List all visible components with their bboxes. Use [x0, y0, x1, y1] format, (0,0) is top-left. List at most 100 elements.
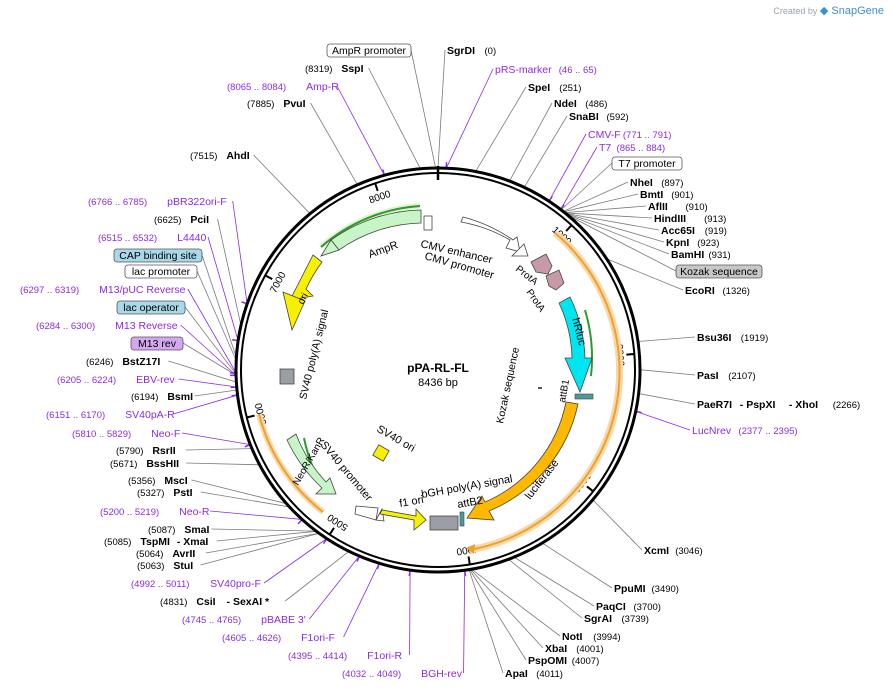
attb2-feature	[459, 511, 465, 527]
site-f1ori-f: (4605 .. 4626)F1ori-F	[222, 632, 335, 644]
leader-pbr322	[232, 200, 248, 304]
f1-ori-feature	[379, 507, 427, 531]
kozak-feature	[538, 387, 542, 389]
site-t7: T7(865 .. 884)	[599, 142, 665, 154]
prota-feature-2	[545, 269, 565, 291]
box-label-cap-site: CAP binding site	[119, 250, 197, 262]
leader-xcmi	[592, 499, 643, 551]
pos-avrii: (5064)	[136, 549, 163, 560]
pos-noti: (3994)	[593, 632, 620, 643]
name-t7: T7	[599, 142, 611, 154]
name-amp-r: Amp-R	[306, 81, 339, 93]
pos-ppumi: (3490)	[652, 584, 679, 595]
ampr-orf-arc	[320, 205, 421, 248]
hrluc-feature	[558, 296, 593, 394]
leader-csii	[285, 550, 350, 602]
pos-sspi: (8319)	[305, 64, 332, 75]
site-rsrii: (5790)RsrII	[116, 445, 176, 457]
site-bstz17i: (6246)BstZ17I	[86, 356, 160, 368]
site-m13rev: M13 rev	[130, 336, 184, 351]
pos-psti: (5327)	[137, 488, 164, 499]
name-aflii: AflII	[648, 201, 668, 213]
leader-t7	[560, 146, 598, 210]
range-l4440: (6515 .. 6532)	[98, 233, 157, 244]
box-label-ampr-promoter: AmpR promoter	[332, 45, 407, 57]
plasmid-name: pPA-RL-FL	[407, 361, 469, 375]
name-ppumi: PpuMI	[614, 583, 646, 595]
leader-rsrii	[185, 448, 252, 451]
pos-pasi: (2107)	[728, 371, 755, 382]
site-msci: (5356)MscI	[128, 475, 188, 487]
name-pbabe: pBABE 3'	[261, 614, 306, 626]
box-label-m13rev: M13 rev	[138, 338, 177, 350]
range-f1ori-r: (4395 .. 4414)	[288, 651, 347, 662]
ori-feature	[289, 254, 323, 301]
leader-ahdi	[253, 154, 311, 214]
name-noti: NotI	[562, 631, 582, 643]
name-lucnrev: LucNrev	[692, 425, 732, 437]
site-lac-operator: lac operator	[116, 300, 186, 315]
leader-smai	[211, 528, 317, 532]
site-sv40pa-r: (6151 .. 6170) SV40pA-R	[46, 409, 175, 421]
name-xbai: XbaI	[545, 643, 567, 655]
pos-bsshii: (5671)	[110, 459, 137, 470]
site-pbr322: (6766 .. 6785)pBR322ori-F	[88, 196, 227, 208]
leader-tspmi	[216, 530, 317, 542]
leader-ecori	[606, 258, 684, 291]
name-stui: StuI	[173, 560, 193, 572]
leader-bmti	[563, 193, 639, 213]
site-l4440: (6515 .. 6532) L4440	[98, 232, 207, 244]
orf-arc	[468, 232, 621, 551]
leader-pspomi	[469, 569, 527, 661]
name-paqci: PaqCI	[596, 601, 626, 613]
cmv-enhancer-feature	[460, 216, 521, 253]
site-bgh-rev: (4032 .. 4049)BGH-rev	[342, 668, 463, 680]
tick-label-5000: 5000	[325, 511, 350, 533]
site-m13-puc: (6297 .. 6319)M13/pUC Reverse	[20, 284, 186, 296]
name-msci: MscI	[164, 475, 187, 487]
name-bsshii: BssHII	[146, 458, 179, 470]
box-lac-operator	[116, 300, 186, 315]
site-paer7i: PaeR7I- PspXI- XhoI(2266)	[697, 399, 860, 411]
pos-acc65i: (919)	[705, 226, 727, 237]
leader-lac-operator	[184, 306, 237, 375]
site-amp-r: (8065 .. 8084) Amp-R	[227, 81, 339, 93]
site-pbabe: (4745 .. 4765) pBABE 3'	[182, 614, 306, 626]
ori-arrow-head	[282, 291, 306, 332]
ampr-arrow-head	[320, 239, 340, 257]
name-sv40pa-r: SV40pA-R	[125, 409, 175, 421]
leader-f1ori-r	[409, 570, 411, 656]
site-csii: (4831)CsiI- SexAI *	[160, 596, 270, 608]
site-cap-site: CAP binding site	[113, 248, 203, 263]
name-ecori: EcoRI	[685, 285, 715, 297]
pos-ahdi: (7515)	[190, 151, 217, 162]
name-rsrii: RsrII	[152, 445, 175, 457]
site-kpni: KpnI(923)	[666, 237, 719, 249]
name-l4440: L4440	[177, 232, 206, 244]
range-ebv-rev: (6205 .. 6224)	[57, 375, 116, 386]
site-smai: (5087)SmaI	[148, 524, 210, 536]
range-lucnrev: (2377 .. 2395)	[738, 426, 797, 437]
name-cmv-f: CMV-F	[588, 129, 621, 141]
leader-nhei	[562, 181, 629, 212]
name-sspi: SspI	[341, 63, 363, 75]
site-ampr-promoter: AmpR promoter	[326, 43, 412, 58]
leader-psti	[200, 491, 290, 508]
credit-brand: SnapGene	[831, 5, 884, 17]
site-bsshii: (5671) BssHII	[110, 458, 179, 470]
range-amp-r: (8065 .. 8084)	[227, 82, 286, 93]
leader-neo-r	[209, 510, 303, 520]
site-nhei: NheI(897)	[630, 177, 683, 189]
site-bsu36i: Bsu36I(1919)	[697, 332, 768, 344]
leader-sspi	[368, 67, 421, 169]
leader-spei	[475, 86, 527, 172]
leader-m13-puc	[187, 288, 237, 374]
range-sv40pa-r: (6151 .. 6170)	[46, 410, 105, 421]
name-sv40pro-f: SV40pro-F	[210, 578, 261, 590]
leader-m13rev	[182, 342, 237, 376]
tick-6000	[246, 414, 255, 419]
site-sgrai: SgrAI(3739)	[584, 613, 649, 625]
range-pbabe: (4745 .. 4765)	[182, 615, 241, 626]
leader-aflii	[564, 205, 647, 214]
name-paer7i: PaeR7I	[697, 399, 732, 411]
